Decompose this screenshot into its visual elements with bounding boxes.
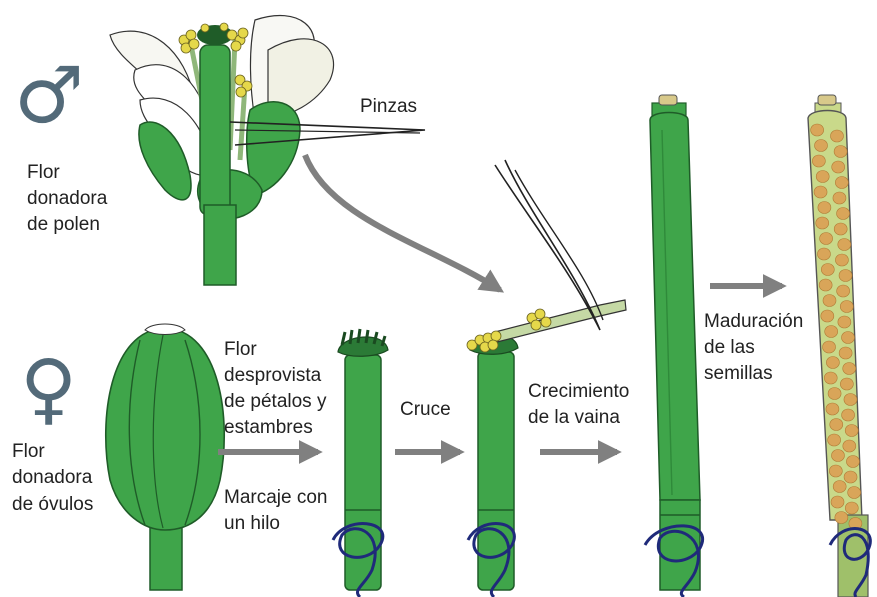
seed xyxy=(824,372,837,384)
seed xyxy=(832,161,845,173)
growing-pod xyxy=(645,95,703,597)
tweezers-cross xyxy=(495,160,603,330)
seed xyxy=(839,270,852,282)
seed xyxy=(823,295,836,307)
seed xyxy=(833,192,846,204)
seed xyxy=(814,186,827,198)
seed xyxy=(838,316,851,328)
thread-marking-label: Marcaje con un hilo xyxy=(224,487,333,534)
seed xyxy=(830,419,843,431)
seed xyxy=(838,239,851,251)
seed xyxy=(828,388,841,400)
pollen-donor-flower xyxy=(110,16,334,285)
seed xyxy=(823,341,836,353)
seed xyxy=(826,403,839,415)
seed xyxy=(819,279,832,291)
seed xyxy=(828,434,841,446)
tweezers-label: Pinzas xyxy=(360,96,417,117)
seed xyxy=(846,456,859,468)
transfer-arrow xyxy=(305,155,500,290)
seed xyxy=(844,394,857,406)
seed xyxy=(837,208,850,220)
seed xyxy=(830,130,843,142)
seed xyxy=(839,347,852,359)
seed xyxy=(820,233,833,245)
pollen-donor-label: Flor donadora de polen xyxy=(27,162,113,235)
ovule-donor-label: Flor donadora de óvulos xyxy=(12,441,98,515)
seed xyxy=(826,357,839,369)
seed xyxy=(812,155,825,167)
seed xyxy=(842,409,855,421)
seed xyxy=(821,310,834,322)
seed xyxy=(817,248,830,260)
seed xyxy=(843,440,856,452)
seed xyxy=(840,301,853,313)
ovule-donor-bud xyxy=(106,324,224,590)
seed xyxy=(837,285,850,297)
pod-growth-label: Crecimiento de la vaina xyxy=(528,381,635,428)
pollinated-pistil xyxy=(467,300,626,597)
female-symbol-icon: ♀ xyxy=(20,344,77,434)
seed xyxy=(834,146,847,158)
seed xyxy=(848,487,861,499)
seed xyxy=(831,496,844,508)
seed xyxy=(835,512,848,524)
emasculated-label: Flor desprovista de pétalos y estambres xyxy=(224,339,332,438)
seed xyxy=(818,202,831,214)
seed xyxy=(833,481,846,493)
seed xyxy=(829,465,842,477)
male-symbol-icon: ♂ xyxy=(14,51,84,141)
seed xyxy=(831,450,844,462)
crossing-label: Cruce xyxy=(400,399,451,420)
seed xyxy=(840,378,853,390)
seed xyxy=(816,217,829,229)
seed xyxy=(844,471,857,483)
seed xyxy=(835,177,848,189)
seed xyxy=(845,425,858,437)
seed xyxy=(821,264,834,276)
maturation-label: Maduración de las semillas xyxy=(704,311,809,384)
seed xyxy=(835,254,848,266)
seed xyxy=(841,332,854,344)
seed xyxy=(816,171,829,183)
seed xyxy=(811,124,824,136)
seed xyxy=(815,140,828,152)
seed xyxy=(825,326,838,338)
seed xyxy=(834,223,847,235)
seed xyxy=(845,502,858,514)
mature-pod xyxy=(808,95,870,597)
emasculated-pistil xyxy=(333,329,388,597)
seed xyxy=(843,363,856,375)
